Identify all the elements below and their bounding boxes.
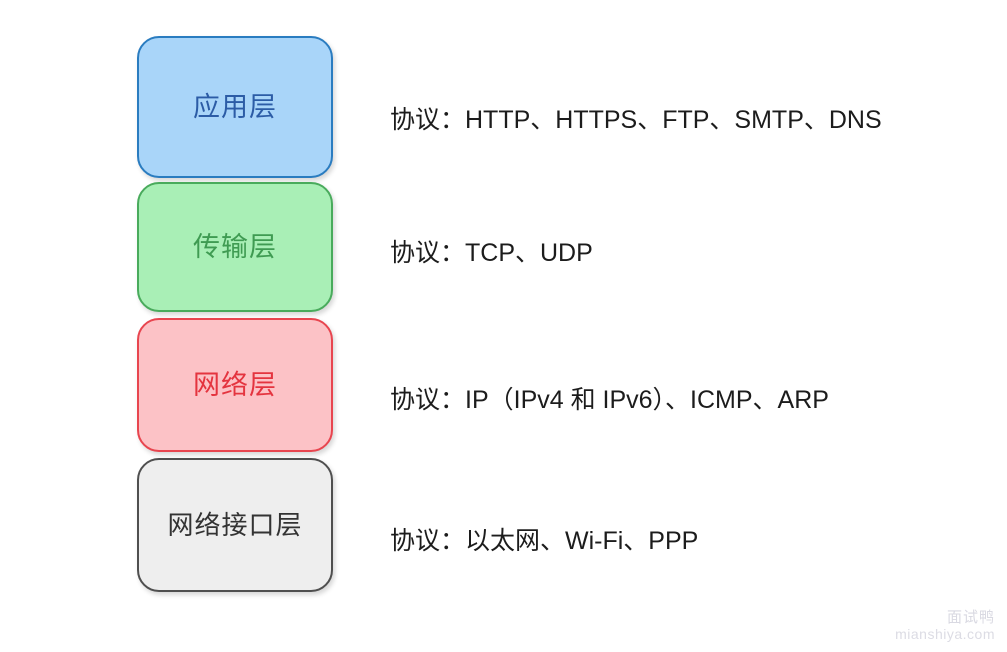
layer-box-application: 应用层 [137, 36, 333, 178]
layer-box-transport: 传输层 [137, 182, 333, 312]
protocol-text-network-interface: 协议：以太网、Wi-Fi、PPP [390, 527, 699, 555]
layer-label-network-interface: 网络接口层 [167, 510, 303, 540]
watermark: 面试鸭 mianshiya.com [895, 609, 995, 642]
layer-box-network: 网络层 [137, 318, 333, 452]
layer-box-network-interface: 网络接口层 [137, 458, 333, 592]
watermark-brand: 面试鸭 [946, 608, 995, 626]
watermark-domain: mianshiya.com [895, 625, 995, 642]
layer-label-application: 应用层 [193, 91, 277, 122]
protocol-text-application: 协议：HTTP、HTTPS、FTP、SMTP、DNS [390, 106, 882, 134]
layer-label-transport: 传输层 [193, 231, 277, 262]
protocol-text-transport: 协议：TCP、UDP [390, 239, 593, 267]
layer-label-network: 网络层 [193, 369, 277, 400]
protocol-text-network: 协议：IP（IPv4 和 IPv6）、ICMP、ARP [390, 386, 829, 414]
